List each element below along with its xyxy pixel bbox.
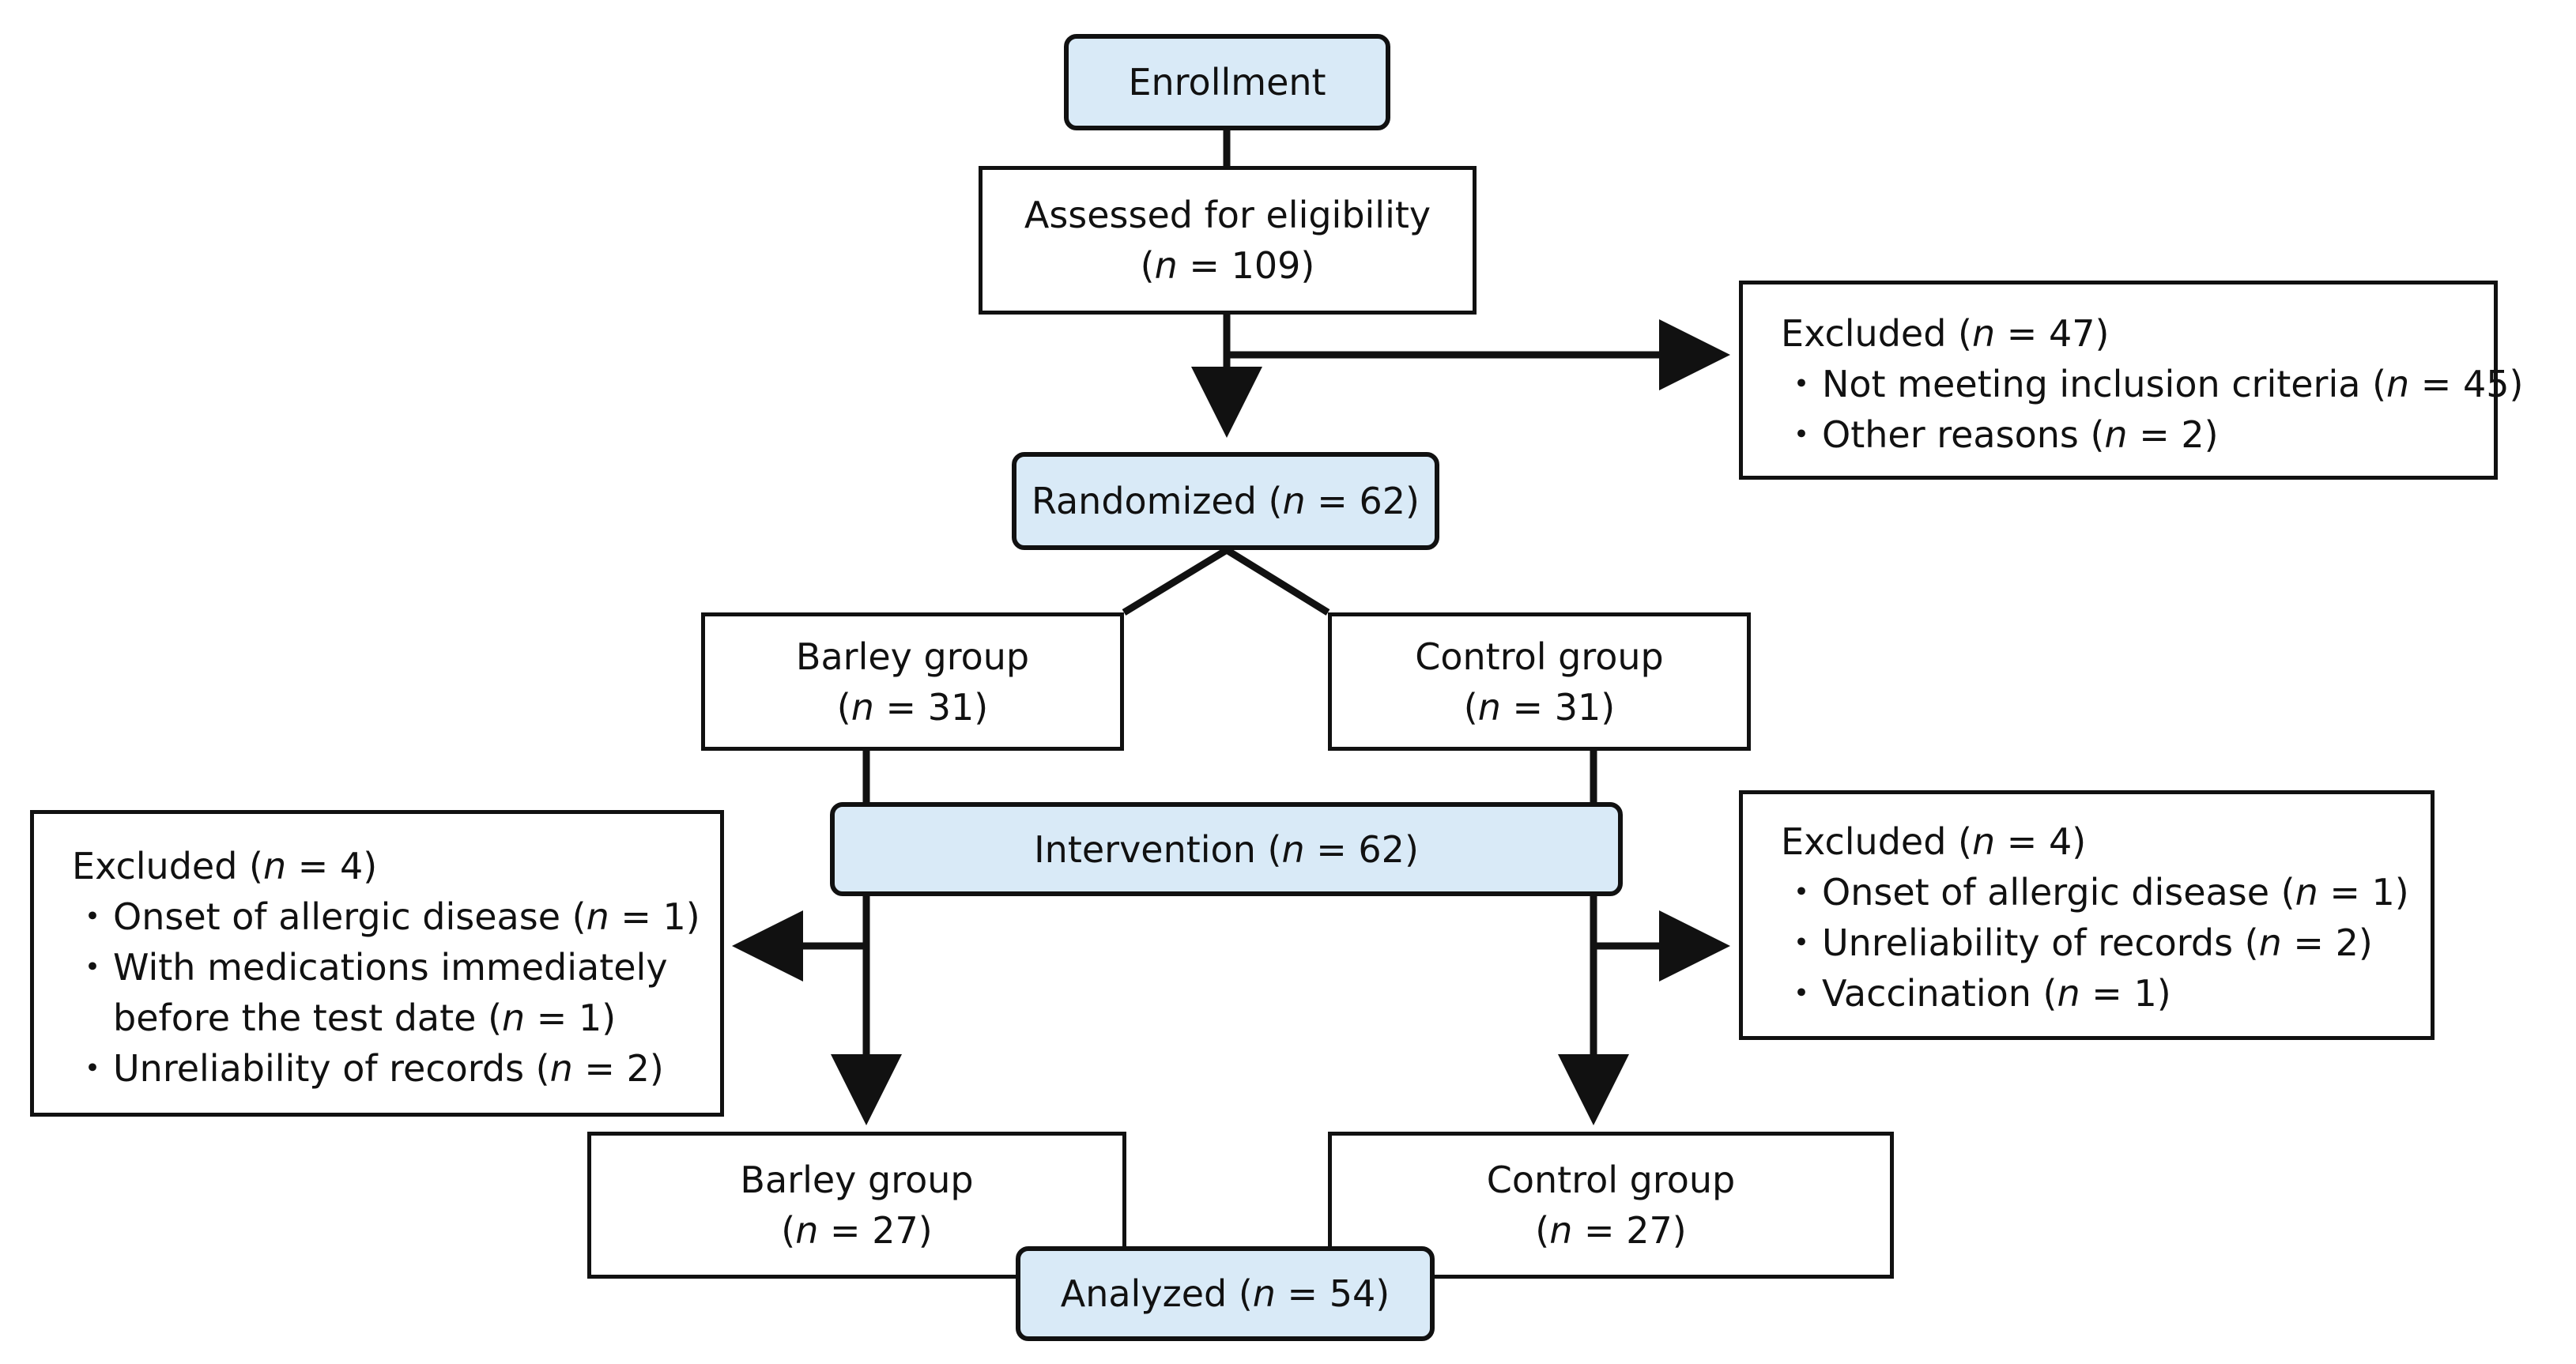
excluded-left-heading: Excluded (n = 4) [72,845,378,887]
assessed-label: Assessed for eligibility [1024,194,1431,236]
excluded-top-heading: Excluded (n = 47) [1781,312,2110,355]
excluded-right-item: ・Vaccination (n = 1) [1783,972,2171,1015]
line-randomized-to-control [1224,547,1330,616]
excluded-right-item: ・Onset of allergic disease (n = 1) [1783,871,2409,914]
allocation-barley-count: (n = 31) [836,685,989,729]
excluded-left-item: ・With medications immediately [74,946,668,989]
analyzed-label: Analyzed (n = 54) [1060,1272,1390,1315]
analyzed-box: Analyzed (n = 54) [1016,1246,1435,1341]
allocation-barley-label: Barley group [795,635,1030,678]
line-randomized-to-barley [1122,547,1229,616]
randomized-box: Randomized (n = 62) [1012,452,1439,550]
excluded-left-item: ・Onset of allergic disease (n = 1) [74,895,700,938]
analysis-control-count: (n = 27) [1535,1209,1687,1252]
excluded-top-item: ・Not meeting inclusion criteria (n = 45) [1783,363,2524,405]
analysis-barley-label: Barley group [740,1159,974,1201]
excluded-top-item: ・Other reasons (n = 2) [1783,413,2219,456]
assessed-box: Assessed for eligibility (n = 109) [979,166,1477,315]
assessed-count: (n = 109) [1140,244,1315,287]
excluded-right-heading: Excluded (n = 4) [1781,820,2087,863]
allocation-control-box: Control group (n = 31) [1328,612,1751,751]
excluded-right-item: ・Unreliability of records (n = 2) [1783,921,2373,964]
allocation-control-count: (n = 31) [1463,685,1616,729]
enrollment-box: Enrollment [1064,34,1390,130]
excluded-top-box: Excluded (n = 47) ・Not meeting inclusion… [1739,281,2523,480]
excluded-right-box: Excluded (n = 4) ・Onset of allergic dise… [1739,790,2435,1040]
excluded-left-box: Excluded (n = 4) ・Onset of allergic dise… [30,810,724,1117]
analysis-control-box: Control group (n = 27) [1328,1132,1894,1279]
intervention-box: Intervention (n = 62) [830,802,1623,896]
excluded-left-item: ・Unreliability of records (n = 2) [74,1047,664,1090]
intervention-label: Intervention (n = 62) [1034,827,1419,871]
excluded-left-item-continued: before the test date (n = 1) [113,997,617,1039]
allocation-control-label: Control group [1415,635,1664,678]
allocation-barley-box: Barley group (n = 31) [701,612,1124,751]
analysis-control-label: Control group [1486,1159,1736,1201]
randomized-label: Randomized (n = 62) [1032,480,1420,522]
enrollment-label: Enrollment [1128,61,1326,104]
analysis-barley-count: (n = 27) [781,1209,933,1252]
